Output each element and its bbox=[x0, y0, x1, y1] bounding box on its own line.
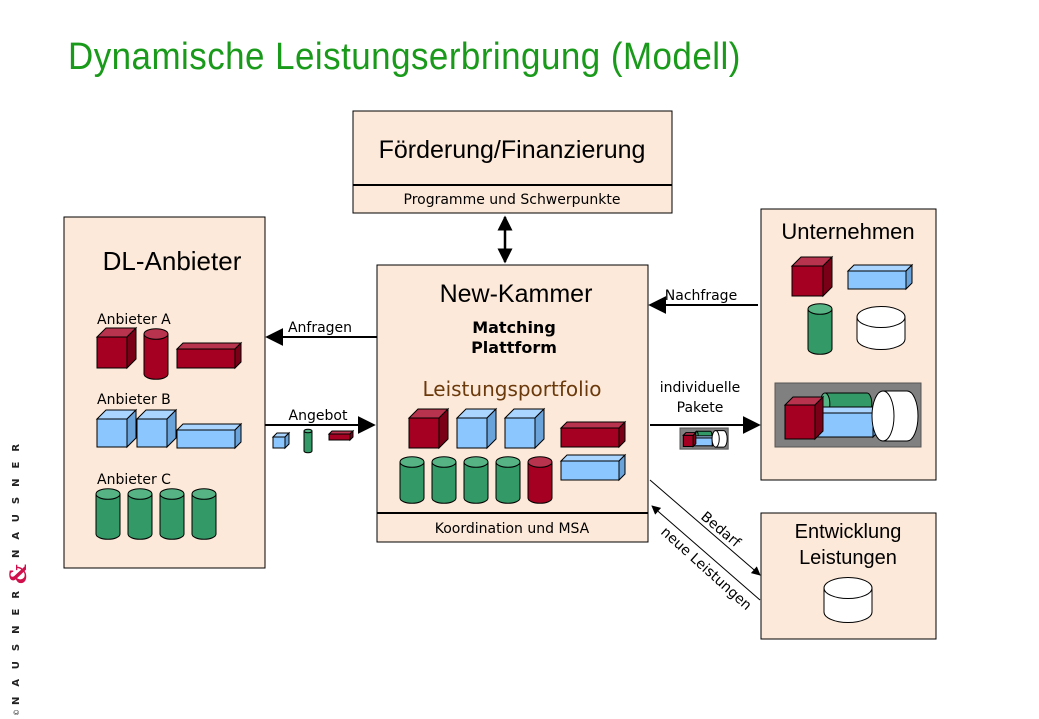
angebot-blue-cube bbox=[271, 431, 291, 450]
anbieter-c-cylinder-2 bbox=[127, 488, 153, 540]
anbieter-a-cube bbox=[95, 326, 138, 370]
kammer-title: New-Kammer bbox=[440, 280, 593, 308]
pakete-label-1: individuelle bbox=[660, 380, 740, 396]
dl-anbieter-box: DL-Anbieter Anbieter A Anbieter B Anbiet… bbox=[63, 216, 266, 569]
bedarf-arrow bbox=[649, 479, 761, 576]
kammer-subtitle-1: Matching bbox=[472, 318, 556, 337]
anbieter-a-cylinder bbox=[143, 328, 169, 380]
entwicklung-white-cylinder bbox=[823, 576, 873, 624]
logo: NAUSNER & NAUSNER © bbox=[6, 434, 32, 716]
package-blue-bar bbox=[692, 434, 716, 448]
package-blue-bar bbox=[815, 405, 881, 439]
package-red-cube bbox=[783, 395, 825, 441]
logo-ampersand: & bbox=[6, 564, 32, 584]
page-title: Dynamische Leistungserbringung (Modell) bbox=[68, 36, 741, 78]
portfolio-green-cylinder-2 bbox=[431, 456, 457, 504]
package-red-cube bbox=[682, 431, 698, 448]
unternehmen-title: Unternehmen bbox=[781, 219, 914, 244]
anfragen-label: Anfragen bbox=[288, 320, 352, 336]
anbieter-c-cylinder-3 bbox=[159, 488, 185, 540]
anbieter-c-cylinder-1 bbox=[95, 488, 121, 540]
anbieter-b-bar bbox=[175, 422, 243, 450]
entwicklung-box: Entwicklung Leistungen bbox=[760, 512, 937, 640]
logo-mark: © bbox=[13, 709, 21, 716]
foerderung-subtitle: Programme und Schwerpunkte bbox=[404, 192, 621, 208]
anbieter-c-cylinder-4 bbox=[191, 488, 217, 540]
portfolio-green-cylinder-4 bbox=[495, 456, 521, 504]
portfolio-green-cylinder-1 bbox=[399, 456, 425, 504]
unternehmen-box: Unternehmen bbox=[760, 208, 937, 481]
bedarf-label: Bedarf bbox=[697, 509, 744, 552]
package-white-cylinder bbox=[871, 390, 919, 442]
portfolio-green-cylinder-3 bbox=[463, 456, 489, 504]
portfolio-blue-cube-1 bbox=[455, 407, 498, 450]
anbieter-b-cube-1 bbox=[95, 408, 138, 449]
portfolio-red-cube bbox=[407, 407, 450, 450]
foerderung-title: Förderung/Finanzierung bbox=[379, 136, 646, 164]
foerderung-box: Förderung/Finanzierung Programme und Sch… bbox=[352, 110, 673, 214]
anbieter-b-label: Anbieter B bbox=[97, 392, 171, 408]
angebot-red-bar bbox=[327, 429, 355, 442]
logo-top-word: NAUSNER bbox=[11, 434, 22, 558]
anbieter-b-cube-2 bbox=[135, 408, 178, 449]
logo-bottom-word: NAUSNER bbox=[11, 581, 22, 705]
unternehmen-white-cylinder bbox=[856, 305, 906, 351]
entwicklung-title-1: Entwicklung bbox=[795, 521, 902, 543]
nachfrage-label: Nachfrage bbox=[665, 288, 737, 304]
anbieter-a-label: Anbieter A bbox=[97, 312, 171, 328]
package-white-cylinder bbox=[711, 430, 728, 448]
unternehmen-red-cube bbox=[790, 255, 834, 298]
portfolio-red-bar bbox=[559, 420, 627, 449]
angebot-green-cylinder bbox=[303, 428, 313, 454]
kammer-footer: Koordination und MSA bbox=[435, 521, 590, 537]
pakete-small-package bbox=[679, 427, 729, 450]
kammer-box: New-Kammer Matching Plattform Leistungsp… bbox=[376, 264, 649, 543]
portfolio-red-cylinder bbox=[527, 456, 553, 504]
portfolio-label: Leistungsportfolio bbox=[422, 377, 601, 401]
unternehmen-green-cylinder bbox=[807, 303, 833, 355]
unternehmen-blue-bar bbox=[846, 263, 914, 291]
portfolio-blue-bar bbox=[559, 453, 627, 482]
anbieter-a-bar bbox=[175, 341, 243, 370]
angebot-label: Angebot bbox=[289, 408, 348, 424]
neue-leistungen-arrow bbox=[651, 505, 761, 601]
dl-anbieter-title: DL-Anbieter bbox=[103, 246, 242, 276]
anbieter-c-label: Anbieter C bbox=[97, 472, 171, 488]
unternehmen-package bbox=[774, 382, 922, 448]
entwicklung-title-2: Leistungen bbox=[799, 547, 897, 569]
portfolio-blue-cube-2 bbox=[503, 407, 546, 450]
pakete-label-2: Pakete bbox=[677, 400, 724, 416]
kammer-subtitle-2: Plattform bbox=[471, 338, 557, 357]
